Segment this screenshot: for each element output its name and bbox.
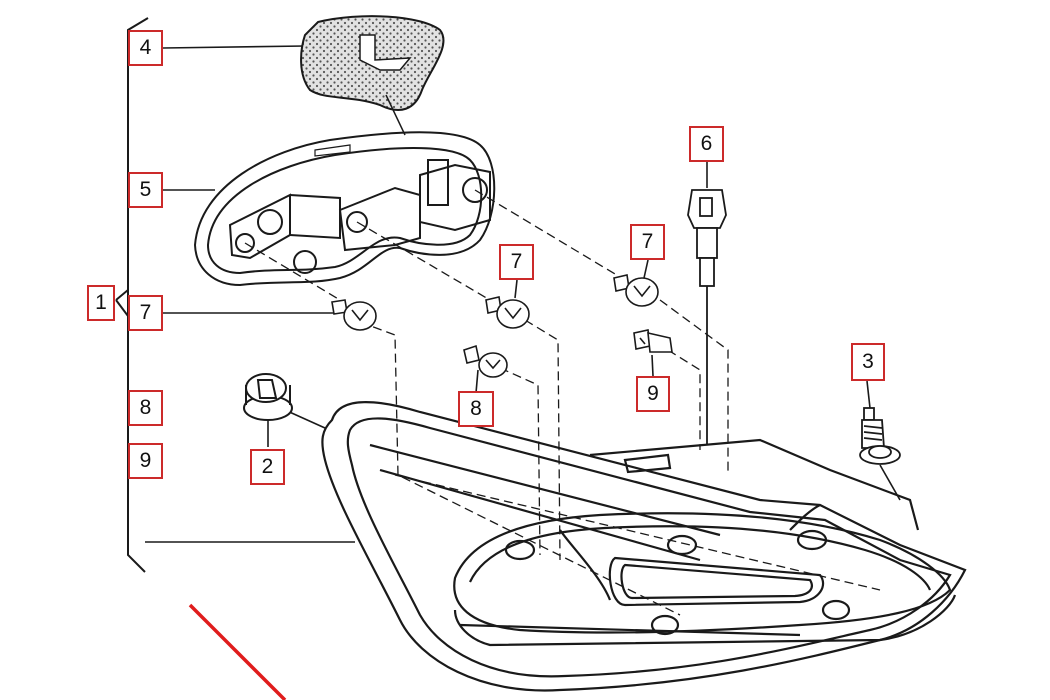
seal-gasket: [300, 15, 445, 136]
red-annotation-line: [188, 603, 287, 700]
grommet-plug: [243, 373, 293, 421]
assembly-bracket: [115, 17, 149, 573]
callout-item-8-list: 8: [128, 390, 163, 426]
callout-item-7-left: 7: [128, 295, 163, 331]
bulb-8: [463, 344, 508, 378]
callout-item-3: 3: [851, 343, 885, 381]
leader-lines: [145, 45, 901, 543]
callout-item-4: 4: [128, 30, 163, 66]
callout-item-5: 5: [128, 172, 163, 208]
callout-item-1: 1: [87, 285, 115, 321]
callout-item-9: 9: [636, 376, 670, 412]
wiring-connector: [687, 189, 727, 445]
assembly-dashed-lines: [244, 189, 881, 616]
mounting-screw: [859, 407, 901, 465]
bulb-carrier: [193, 131, 496, 287]
callout-item-2: 2: [250, 449, 285, 485]
bulb-7-left: [331, 299, 377, 331]
bulb-7-center: [485, 296, 530, 329]
bulb-7-right: [613, 274, 659, 307]
callout-item-7-right: 7: [630, 224, 665, 260]
tail-lamp-housing: [321, 401, 967, 692]
callout-item-7-center: 7: [499, 244, 534, 280]
callout-item-9-list: 9: [128, 443, 163, 479]
callout-item-8: 8: [458, 391, 494, 427]
callout-item-6: 6: [689, 126, 724, 162]
bulb-9: [633, 329, 673, 353]
